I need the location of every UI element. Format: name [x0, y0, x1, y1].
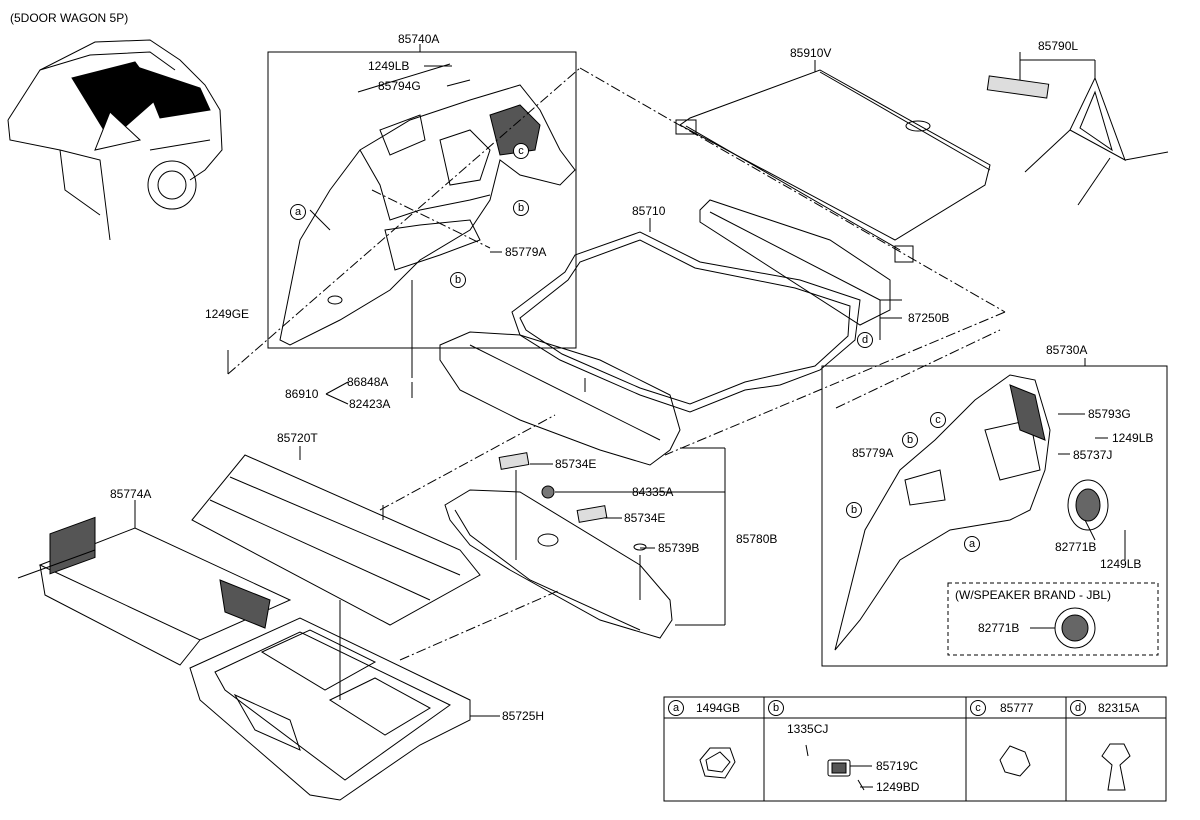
leader-lines — [227, 67, 1006, 661]
speaker — [1067, 479, 1109, 531]
label-85793G: 85793G — [1088, 407, 1131, 421]
label-85730A: 85730A — [1046, 343, 1088, 357]
label-85794G: 85794G — [378, 79, 421, 93]
label-1249LB-top: 1249LB — [368, 59, 410, 73]
label-82771B-2: 82771B — [978, 621, 1020, 635]
label-86910: 86910 — [285, 387, 319, 401]
legend-icons — [699, 743, 1131, 791]
jbl-speaker — [1054, 607, 1096, 649]
legend-d-circle: d — [1070, 700, 1086, 716]
warning-triangle — [986, 75, 1169, 206]
label-85734E-1: 85734E — [555, 457, 597, 471]
label-1249LB-right-2: 1249LB — [1100, 557, 1142, 571]
side-tray — [444, 452, 673, 639]
legend-b-part-1: 1335CJ — [787, 722, 829, 736]
legend-table-grid — [663, 696, 1167, 802]
label-1249GE: 1249GE — [205, 307, 250, 321]
label-85779A-left: 85779A — [505, 245, 547, 259]
legend-d-part: 82315A — [1098, 701, 1140, 715]
tailgate-sill — [699, 199, 891, 326]
label-85720T: 85720T — [277, 431, 318, 445]
label-jbl-note: (W/SPEAKER BRAND - JBL) — [955, 588, 1112, 602]
callout-a-right: a — [964, 536, 980, 552]
car-silhouette — [7, 39, 223, 241]
car-pointer-triangle — [94, 111, 142, 151]
label-85734E-2: 85734E — [624, 511, 666, 525]
label-85779A-right: 85779A — [852, 446, 894, 460]
label-85740A: 85740A — [398, 32, 440, 46]
label-87250B: 87250B — [908, 311, 950, 325]
diagram-title: (5DOOR WAGON 5P) — [10, 11, 129, 25]
legend-a-part: 1494GB — [696, 701, 741, 715]
callout-a-left: a — [290, 204, 306, 220]
jbl-box — [947, 582, 1159, 656]
label-82423A: 82423A — [349, 397, 391, 411]
callout-d: d — [857, 332, 873, 348]
board-85720T — [191, 454, 481, 626]
callout-b-right-2: b — [846, 502, 862, 518]
left-trim-panel — [279, 84, 576, 346]
right-trim-panel — [834, 374, 1051, 651]
legend-b-part-2: 85719C — [876, 759, 919, 773]
callout-c-left: c — [513, 143, 529, 159]
legend-b-part-3: 1249BD — [876, 780, 920, 794]
tonneau-cover — [675, 69, 991, 263]
label-85790L: 85790L — [1038, 39, 1079, 53]
car-window-highlight — [139, 67, 211, 119]
cargo-net — [17, 500, 292, 666]
label-85910V: 85910V — [790, 46, 832, 60]
box-85730A — [821, 365, 1168, 667]
callout-c-right: c — [930, 412, 946, 428]
label-85774A: 85774A — [110, 487, 152, 501]
cargo-board — [439, 331, 681, 466]
callout-b-left-1: b — [513, 200, 529, 216]
label-85739B: 85739B — [658, 541, 700, 555]
label-85710: 85710 — [632, 204, 666, 218]
callout-b-right-1: b — [902, 432, 918, 448]
label-85725H: 85725H — [502, 709, 545, 723]
box-85740A — [267, 51, 577, 349]
legend-c-circle: c — [970, 700, 986, 716]
label-85737J: 85737J — [1073, 448, 1113, 462]
callout-b-left-2: b — [450, 272, 466, 288]
legend-c-part: 85777 — [1000, 701, 1034, 715]
floor-covering — [511, 231, 861, 413]
label-85780B: 85780B — [736, 532, 778, 546]
cargo-tray — [189, 617, 471, 801]
label-82771B-1: 82771B — [1055, 540, 1097, 554]
legend-a-circle: a — [668, 700, 684, 716]
label-86848A: 86848A — [347, 375, 389, 389]
legend-b-circle: b — [768, 700, 784, 716]
label-1249LB-right-1: 1249LB — [1112, 431, 1154, 445]
label-84335A: 84335A — [632, 485, 674, 499]
